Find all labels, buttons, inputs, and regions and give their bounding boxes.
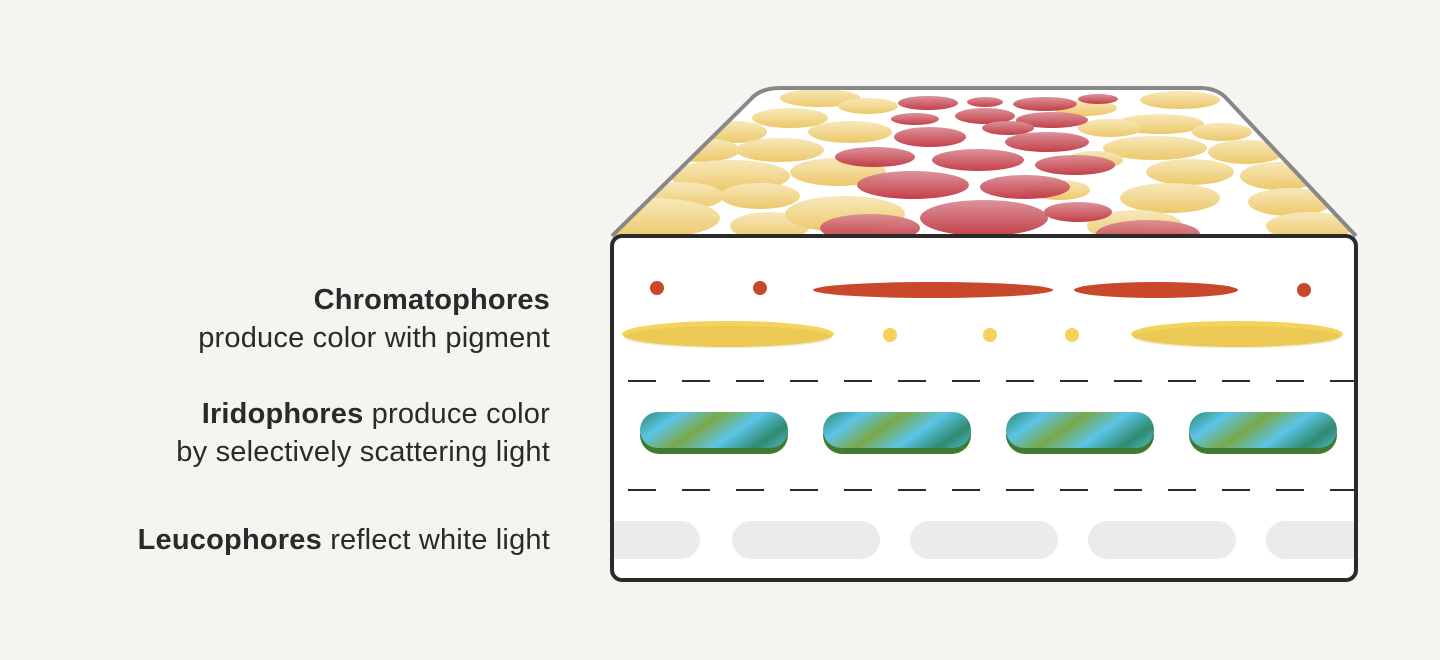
skin-surface	[610, 86, 1358, 238]
iridophore-cell	[823, 412, 971, 454]
iridophores-name: Iridophores	[201, 398, 364, 430]
iridophores-description-line1: produce color	[371, 398, 550, 430]
leucophore-cell	[910, 521, 1058, 559]
leucophore-cell	[732, 521, 880, 559]
skin-cross-section	[610, 234, 1358, 582]
chromatophores-label: Chromatophores produce color with pigmen…	[198, 281, 550, 357]
iridophore-cell	[640, 412, 788, 454]
chromatophores-name: Chromatophores	[313, 284, 550, 316]
leucophores-label: Leucophores reflect white light	[138, 521, 550, 559]
leucophores-description: reflect white light	[330, 524, 550, 556]
chromatophores-description: produce color with pigment	[198, 322, 550, 354]
leucophore-cell	[1266, 521, 1356, 559]
iridophores-label: Iridophores produce color by selectively…	[176, 395, 550, 471]
iridophores-description-line2: by selectively scattering light	[176, 436, 550, 468]
leucophores-name: Leucophores	[137, 524, 322, 556]
iridophore-cell	[1189, 412, 1337, 454]
iridophore-layer	[640, 412, 1337, 454]
leucophore-cell	[612, 521, 700, 559]
chromatophore-layer	[622, 281, 1343, 348]
leucophore-cell	[1088, 521, 1236, 559]
iridophore-cell	[1006, 412, 1154, 454]
leucophore-layer	[612, 521, 1356, 559]
